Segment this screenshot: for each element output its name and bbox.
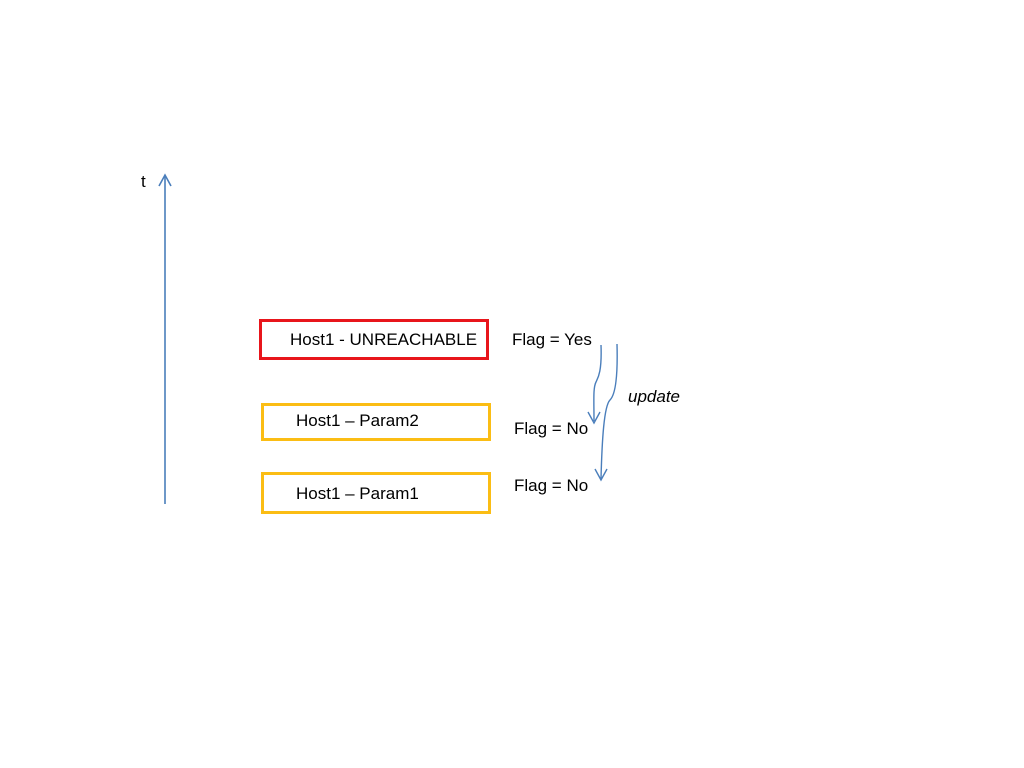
time-axis-arrowhead bbox=[158, 173, 172, 187]
flag-param1: Flag = No bbox=[514, 476, 589, 495]
time-axis-label: t bbox=[141, 172, 146, 191]
event-label-param1: Host1 – Param1 bbox=[296, 484, 419, 503]
update-arrow-to-param2-head bbox=[587, 411, 601, 425]
update-arrow-to-param1 bbox=[600, 343, 618, 480]
flag-param2: Flag = No bbox=[514, 419, 589, 438]
update-arrow-to-param2 bbox=[593, 344, 602, 422]
event-box-param2: Host1 – Param2 bbox=[261, 403, 491, 441]
event-box-unreachable: Host1 - UNREACHABLE bbox=[259, 319, 489, 360]
event-box-param1: Host1 – Param1 bbox=[261, 472, 491, 514]
event-label-param2: Host1 – Param2 bbox=[296, 411, 419, 430]
event-label-unreachable: Host1 - UNREACHABLE bbox=[290, 330, 478, 349]
update-label: update bbox=[628, 387, 680, 406]
flag-unreachable: Flag = Yes bbox=[512, 330, 592, 349]
update-arrow-to-param1-head bbox=[594, 468, 608, 482]
